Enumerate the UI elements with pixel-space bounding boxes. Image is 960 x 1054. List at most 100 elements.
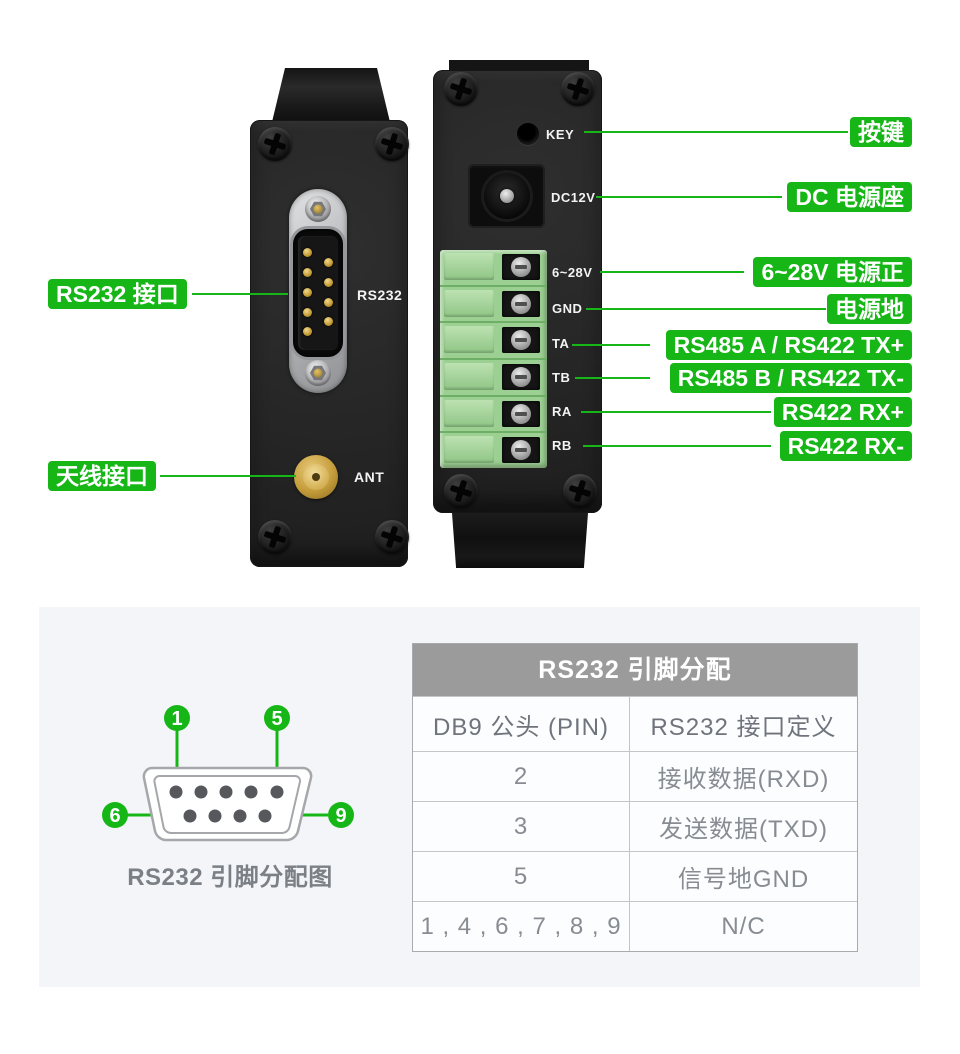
db9-jack-screw	[305, 196, 331, 222]
dsub-pin	[183, 809, 197, 823]
cell-definition: 接收数据(RXD)	[657, 766, 830, 793]
dsub-pin	[208, 809, 222, 823]
terminal-label-ta: TA	[552, 336, 570, 351]
cell-definition: 发送数据(TXD)	[659, 816, 828, 843]
cell-pin: 5	[413, 852, 630, 901]
callout-line-rx-minus	[583, 445, 771, 447]
pin-badge-5	[264, 705, 290, 731]
db9-pin	[303, 288, 312, 297]
dsub-outline-outer	[142, 766, 313, 842]
db9-pin	[324, 258, 333, 267]
callout-rs232-interface: RS232 接口	[48, 279, 187, 309]
screw	[375, 127, 409, 161]
db9-pin-diagram: 1 5 6 9	[102, 705, 354, 842]
ant-port-label: ANT	[354, 469, 385, 485]
table-row: 2 接收数据(RXD)	[413, 751, 857, 801]
back-device-bottom-connector	[452, 513, 588, 568]
terminal-slot	[440, 287, 547, 324]
table-row: 3 发送数据(TXD)	[413, 801, 857, 851]
callout-rs422-rx-plus: RS422 RX+	[773, 397, 912, 427]
terminal-block	[440, 250, 547, 468]
db9-pin	[324, 278, 333, 287]
rs232-pinout-table: RS232 引脚分配 DB9 公头 (PIN) RS232 接口定义 2 接收数…	[412, 643, 858, 952]
pinout-panel: 1 5 6 9 RS232 引脚分配图 RS232 引脚分配 DB9 公头 (P…	[39, 607, 920, 987]
callout-rs485-b: RS485 B / RS422 TX-	[669, 363, 912, 393]
pinout-table-header-row: DB9 公头 (PIN) RS232 接口定义	[413, 696, 857, 751]
pin-badge-6-number: 6	[109, 805, 120, 827]
key-button-hole	[517, 123, 539, 145]
front-device-top-cap	[272, 68, 390, 122]
db9-jack-screw	[305, 360, 331, 386]
dsub-pin	[258, 809, 272, 823]
db9-pin	[303, 327, 312, 336]
screw	[258, 127, 292, 161]
callout-line-rs485b	[575, 377, 650, 379]
callout-antenna-interface: 天线接口	[48, 461, 156, 491]
callout-rs485-a: RS485 A / RS422 TX+	[665, 330, 912, 360]
callout-line-rs232	[192, 293, 288, 295]
cell-pin: 3	[413, 802, 630, 851]
terminal-slot	[440, 323, 547, 361]
db9-pin	[303, 308, 312, 317]
screw	[563, 474, 597, 508]
callout-line-dc	[596, 196, 782, 198]
cell-pin: 1 , 4 , 6 , 7 , 8 , 9	[413, 902, 630, 951]
table-row: 5 信号地GND	[413, 851, 857, 901]
terminal-slot	[440, 250, 547, 287]
cell-pin: 2	[413, 752, 630, 801]
device-views-section: RS232 ANT KEY DC12V 6~28V GND TA TB RA R…	[0, 0, 960, 600]
terminal-label-gnd: GND	[552, 301, 583, 316]
screw	[444, 474, 478, 508]
callout-rs422-rx-minus: RS422 RX-	[779, 431, 912, 461]
dc-power-jack-pin	[500, 189, 514, 203]
pin-diagram-caption: RS232 引脚分配图	[127, 864, 333, 891]
dsub-pin	[219, 785, 233, 799]
db9-pin	[303, 268, 312, 277]
callout-line-power-ground	[586, 308, 826, 310]
terminal-label-6-28v: 6~28V	[552, 265, 593, 280]
pin-badge-9-number: 9	[335, 805, 346, 827]
cell-definition: 信号地GND	[677, 866, 810, 893]
dsub-pin	[244, 785, 258, 799]
dsub-pin	[194, 785, 208, 799]
callout-power-ground: 电源地	[827, 294, 912, 324]
screw	[258, 520, 292, 554]
pin-badge-6	[102, 802, 128, 828]
screw	[561, 72, 595, 106]
db9-pin	[303, 248, 312, 257]
callout-line-power-positive	[600, 271, 744, 273]
column-header-rs232-definition: RS232 接口定义	[650, 713, 837, 741]
callout-dc-power-socket: DC 电源座	[787, 182, 912, 212]
dsub-pin	[270, 785, 284, 799]
pinout-table-title: RS232 引脚分配	[413, 644, 857, 696]
db9-pin	[324, 298, 333, 307]
terminal-slot	[440, 397, 547, 434]
callout-line-key	[584, 131, 848, 133]
table-row: 1 , 4 , 6 , 7 , 8 , 9 N/C	[413, 901, 857, 951]
callout-line-antenna	[160, 475, 296, 477]
column-header-db9-pin: DB9 公头 (PIN)	[413, 697, 630, 751]
callout-key-button: 按键	[850, 117, 912, 147]
terminal-label-rb: RB	[552, 438, 572, 453]
pin-badge-1-number: 1	[171, 708, 182, 730]
sma-antenna-hole	[312, 473, 320, 481]
terminal-slot	[440, 433, 547, 468]
dc12v-port-label: DC12V	[551, 190, 596, 205]
dsub-outline-inner	[153, 775, 302, 834]
key-port-label: KEY	[546, 127, 575, 142]
pin-badge-9	[328, 802, 354, 828]
dsub-pin	[233, 809, 247, 823]
pin-badge-5-number: 5	[271, 708, 282, 730]
callout-line-rx-plus	[581, 411, 771, 413]
rs232-port-label: RS232	[357, 287, 403, 303]
cell-definition: N/C	[721, 912, 766, 940]
callout-power-positive: 6~28V 电源正	[753, 257, 912, 287]
pin-badge-1	[164, 705, 190, 731]
screw	[375, 520, 409, 554]
db9-pin	[324, 317, 333, 326]
dsub-pin	[169, 785, 183, 799]
terminal-label-tb: TB	[552, 370, 571, 385]
terminal-label-ra: RA	[552, 404, 572, 419]
callout-line-rs485a	[572, 344, 650, 346]
terminal-slot	[440, 360, 547, 397]
